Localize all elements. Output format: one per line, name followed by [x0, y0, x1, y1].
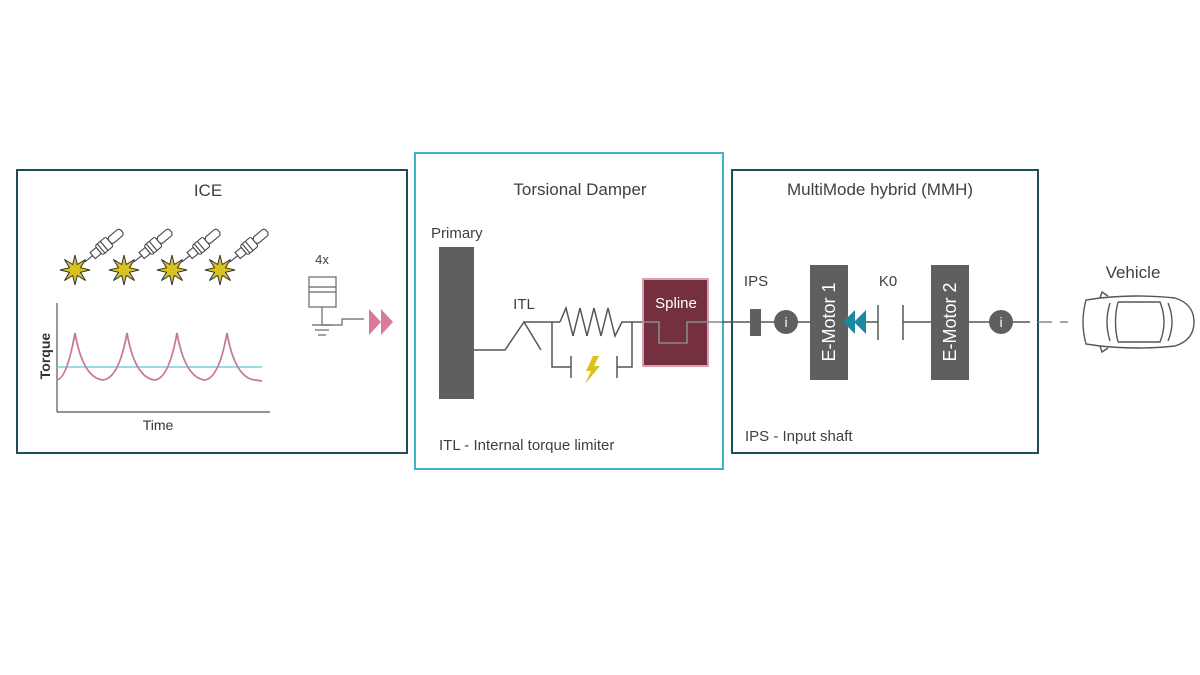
spark-plug-icon	[156, 228, 221, 286]
damper-title: Torsional Damper	[513, 180, 647, 199]
emotor-1-label: E-Motor 1	[819, 282, 839, 361]
torque-limiter-linkage	[474, 320, 560, 351]
spark-plug-icon	[59, 228, 124, 286]
ignition-burst-icon	[59, 254, 91, 286]
damper-footnote: ITL - Internal torque limiter	[439, 437, 614, 454]
k0-clutch	[877, 305, 904, 340]
emotor-1-block	[810, 265, 848, 380]
cylinder-multiplier: 4x	[315, 252, 329, 267]
ice-output-arrow	[369, 309, 393, 335]
vehicle-label: Vehicle	[1106, 263, 1161, 282]
spark-plug-icon	[108, 228, 173, 286]
k0-label: K0	[879, 273, 897, 290]
mmh-panel	[731, 169, 1039, 454]
spline-label: Spline	[655, 295, 697, 312]
itl-label: ITL	[513, 296, 535, 313]
emotor-2-block	[931, 265, 969, 380]
info-marker-1: i	[774, 310, 798, 334]
primary-flywheel	[439, 247, 474, 399]
info-marker-2: i	[989, 310, 1013, 334]
mmh-footnote: IPS - Input shaft	[745, 428, 853, 445]
ignition-burst-icon	[108, 254, 140, 286]
torque-graph: Torque Time	[37, 303, 270, 433]
graph-x-label: Time	[143, 417, 174, 433]
info-glyph-1: i	[784, 314, 787, 330]
car-top-view-icon	[1082, 290, 1195, 354]
emotor-2-label: E-Motor 2	[940, 282, 960, 361]
ignition-burst-icon	[204, 254, 236, 286]
cylinder-symbol: 4x	[308, 252, 364, 336]
ips-block	[750, 309, 761, 336]
ice-panel	[16, 169, 408, 454]
friction-spark-icon	[585, 356, 600, 384]
torque-curve	[56, 332, 263, 382]
damper-spring	[551, 305, 643, 378]
spline-connector	[643, 321, 722, 344]
emotor-arrow	[843, 310, 866, 334]
ignition-burst-icon	[156, 254, 188, 286]
info-glyph-2: i	[999, 314, 1002, 330]
spark-plug-icon	[204, 228, 269, 286]
ips-label: IPS	[744, 273, 768, 290]
graph-y-label: Torque	[37, 333, 53, 380]
spark-plug-icons	[59, 228, 269, 286]
primary-label: Primary	[431, 225, 483, 242]
mmh-title: MultiMode hybrid (MMH)	[787, 180, 973, 199]
ice-title: ICE	[194, 181, 222, 200]
